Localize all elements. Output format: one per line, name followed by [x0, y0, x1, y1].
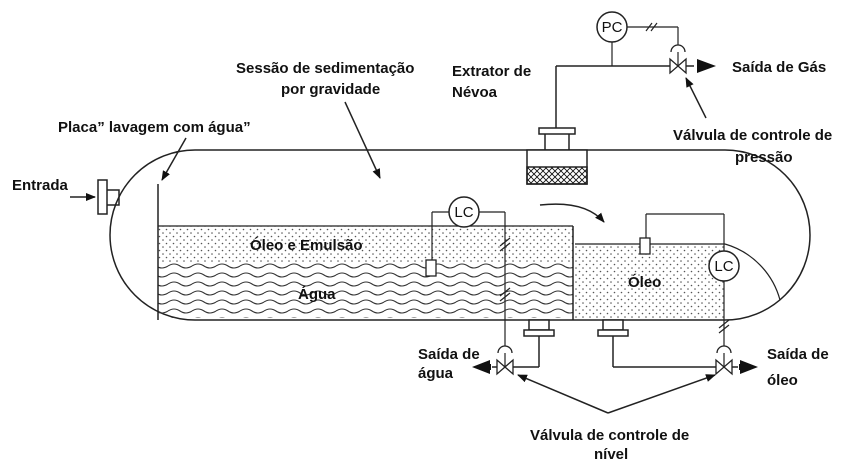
lc-tag-right: LC — [714, 258, 733, 275]
lc-tag-left: LC — [454, 204, 473, 221]
water-level-valve — [496, 345, 514, 376]
label-entrada: Entrada — [12, 177, 69, 194]
label-agua: Água — [298, 286, 336, 303]
water-layer — [158, 262, 573, 318]
label-saida-agua-1: Saída de — [418, 346, 480, 363]
label-placa-lavagem: Placa” lavagem com água” — [58, 119, 251, 136]
label-saida-agua-2: água — [418, 365, 454, 382]
inlet-flange — [97, 179, 108, 215]
label-valvula-pressao-1: Válvula de controle de — [673, 127, 832, 144]
label-saida-gas: Saída de Gás — [732, 59, 826, 76]
oil-chamber — [575, 244, 725, 318]
oil-emulsion-layer — [158, 226, 573, 262]
label-extrator-1: Extrator de — [452, 63, 531, 80]
label-extrator-2: Névoa — [452, 84, 498, 101]
separator-vessel — [109, 149, 811, 321]
mist-extractor-mesh — [526, 166, 588, 185]
label-saida-oleo-2: óleo — [767, 372, 798, 389]
label-oleo: Óleo — [628, 273, 661, 291]
level-float-left — [425, 259, 437, 277]
level-float-right — [639, 237, 651, 255]
label-sessao-1: Sessão de sedimentação — [236, 60, 414, 77]
label-saida-oleo-1: Saída de — [767, 346, 829, 363]
label-oleo-emulsao: Óleo e Emulsão — [250, 236, 363, 254]
label-sessao-2: por gravidade — [281, 81, 380, 98]
label-valvula-nivel-2: nível — [594, 446, 628, 463]
label-valvula-pressao-2: pressão — [735, 149, 793, 166]
label-valvula-nivel-1: Válvula de controle de — [530, 427, 689, 444]
pc-tag: PC — [602, 19, 623, 36]
pressure-control-valve — [669, 44, 687, 75]
oil-level-valve — [715, 345, 733, 376]
